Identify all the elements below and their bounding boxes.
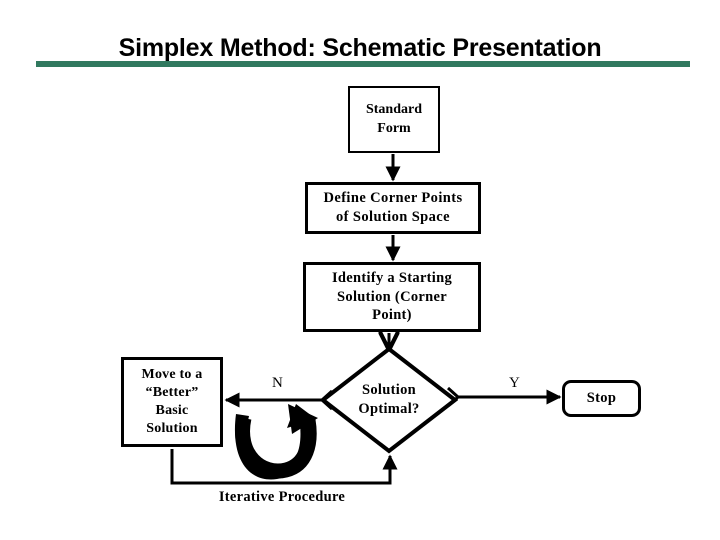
edge-label-yes: Y [509,375,520,391]
node-standard-form[interactable]: Standard Form [348,86,440,153]
node-define-corner-points[interactable]: Define Corner Points of Solution Space [305,182,481,234]
diamond-shape [320,346,458,454]
node-identify-starting-solution[interactable]: Identify a Starting Solution (Corner Poi… [303,262,481,332]
u-turn-arrow-icon [234,404,318,480]
node-move-to-better-basic-solution[interactable]: Move to a “Better” Basic Solution [121,357,223,447]
page-title: Simplex Method: Schematic Presentation [118,34,602,62]
edge-iterative-loop [170,449,398,485]
node-stop[interactable]: Stop [562,380,641,417]
node-solution-optimal-decision[interactable] [320,346,458,454]
edge-label-iterative-procedure: Iterative Procedure [218,489,346,505]
title-divider [36,61,690,67]
edge-label-no: N [272,375,283,391]
